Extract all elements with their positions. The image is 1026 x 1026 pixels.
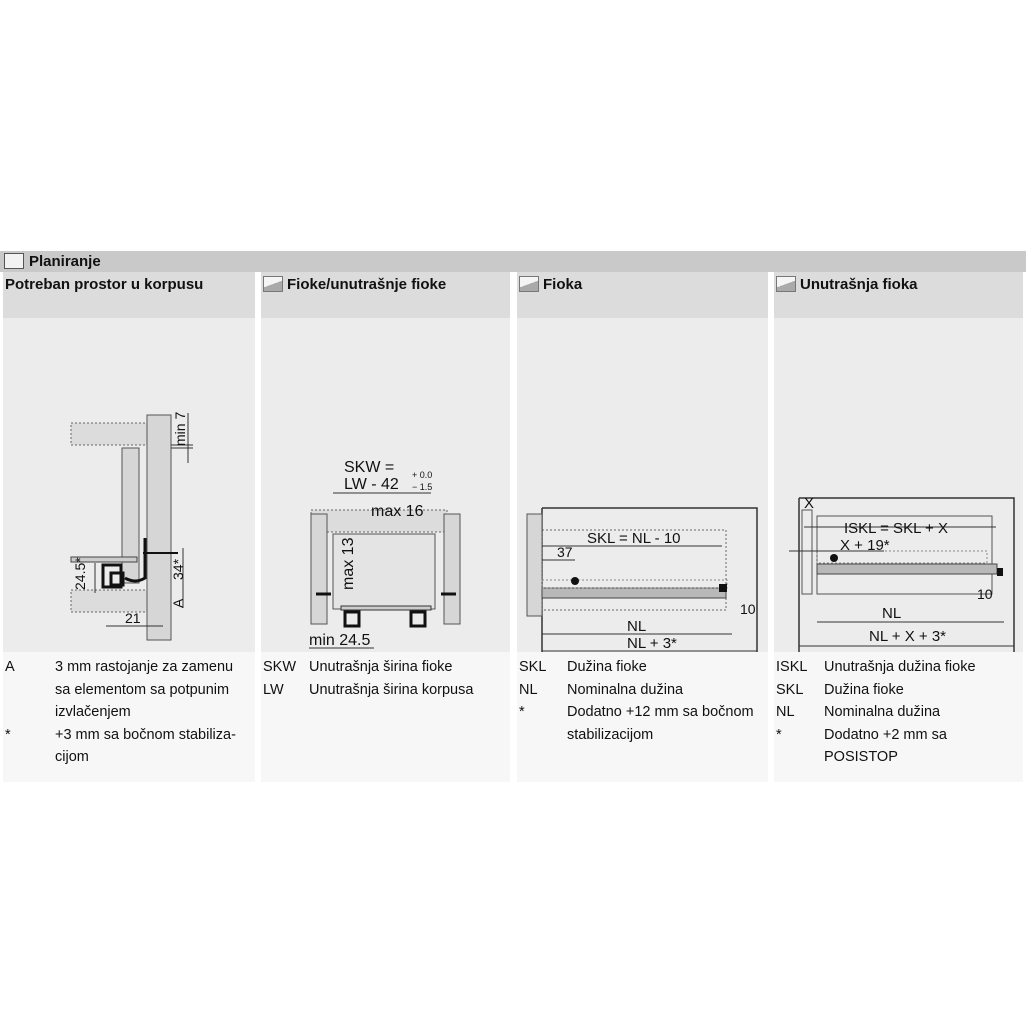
column-title: Fioka bbox=[543, 276, 583, 293]
dim-34: 34* bbox=[170, 558, 186, 580]
dim-nl: NL bbox=[627, 618, 646, 635]
section-icon bbox=[519, 276, 539, 292]
legend: ISKL Unutrašnja dužina fioke SKL Dužina fi… bbox=[774, 652, 1023, 782]
legend-key: SKL bbox=[776, 681, 804, 698]
legend-item: * Dodatno +12 mm sa bočnom stabilizacijom bbox=[517, 701, 768, 746]
legend-item: NL Nominalna dužina bbox=[774, 701, 1023, 724]
dim-skw: SKW = bbox=[344, 459, 394, 476]
legend-key: LW bbox=[263, 681, 284, 698]
legend-key: SKW bbox=[263, 659, 297, 675]
dim-10: 10 bbox=[977, 586, 993, 602]
dim-lw-42: LW - 42 bbox=[344, 476, 399, 493]
dim-x-plus-19: X + 19* bbox=[840, 537, 890, 554]
dim-skl: SKL = NL - 10 bbox=[587, 530, 681, 547]
dim-nl: NL bbox=[882, 605, 901, 622]
section-title: Planiranje bbox=[29, 253, 101, 270]
legend-item: LW Unutrašnja širina korpusa bbox=[261, 679, 510, 702]
legend-text: Dužina fioke bbox=[824, 681, 904, 698]
legend-item: SKL Dužina fioke bbox=[517, 656, 768, 679]
legend-text: Dužina fioke bbox=[567, 659, 647, 675]
column-title: Potreban prostor u korpusu bbox=[5, 276, 204, 293]
legend-key: * bbox=[776, 726, 782, 743]
drawer-width-drawing: SKW = LW - 42 + 0.0 − 1.5 max 16 max 13 … bbox=[309, 459, 461, 649]
dim-x: X bbox=[804, 495, 814, 512]
legend-item: SKW Unutrašnja širina fioke bbox=[261, 656, 510, 679]
legend-text: Unutrašnja širina korpusa bbox=[309, 681, 474, 698]
legend-item: * +3 mm sa bočnom stabiliza-cijom bbox=[3, 724, 255, 769]
legend-key: * bbox=[5, 726, 11, 743]
dim-iskl: ISKL = SKL + X bbox=[844, 520, 948, 537]
dim-nl-x-3: NL + X + 3* bbox=[869, 628, 946, 645]
legend-key: A bbox=[5, 659, 15, 675]
dim-A: A bbox=[170, 598, 186, 608]
inner-drawer-length-drawing: X ISKL = SKL + X X + 19* 10 NL NL + X + … bbox=[789, 495, 1015, 652]
column-drawers: Fioke/unutrašnje fioke SKW = LW - 42 + 0… bbox=[261, 272, 510, 782]
section-header: Planiranje bbox=[0, 251, 1026, 272]
column-title: Fioke/unutrašnje fioke bbox=[287, 276, 447, 293]
diagram-inner-drawer-length: X ISKL = SKL + X X + 19* 10 NL NL + X + … bbox=[774, 318, 1023, 652]
legend-key: SKL bbox=[519, 659, 547, 675]
legend-key: NL bbox=[519, 681, 538, 698]
drawer-length-drawing: SKL = NL - 10 37 10 NL NL + 3* bbox=[526, 507, 758, 652]
legend-text: 3 mm rastojanje za zamenu sa elementom s… bbox=[55, 659, 234, 720]
legend-key: NL bbox=[776, 704, 795, 720]
legend: A 3 mm rastojanje za zamenu sa elementom … bbox=[3, 652, 255, 782]
diagram-drawer-length: SKL = NL - 10 37 10 NL NL + 3* bbox=[517, 318, 768, 652]
section-icon bbox=[263, 276, 283, 292]
dim-21: 21 bbox=[125, 610, 141, 626]
tolerance-minus: − 1.5 bbox=[412, 482, 432, 492]
dim-min24-5: min 24.5 bbox=[309, 632, 370, 649]
column-cabinet-space: Potreban prostor u korpusu min 7 34* A 2… bbox=[3, 272, 255, 782]
legend-item: ISKL Unutrašnja dužina fioke bbox=[774, 656, 1023, 679]
legend: SKW Unutrašnja širina fioke LW Unutrašnja … bbox=[261, 652, 510, 782]
legend-key: * bbox=[519, 704, 525, 720]
column-inner-drawer: Unutrašnja fioka X ISKL = SKL + X X + 19… bbox=[774, 272, 1023, 782]
legend-text: Dodatno +12 mm sa bočnom stabilizacijom bbox=[567, 704, 754, 743]
legend: SKL Dužina fioke NL Nominalna dužina * Doda… bbox=[517, 652, 768, 782]
dim-10: 10 bbox=[740, 601, 756, 617]
cabinet-section-drawing: min 7 34* A 24.5* 21 bbox=[70, 412, 193, 641]
dim-max16: max 16 bbox=[371, 503, 424, 520]
legend-key: ISKL bbox=[776, 659, 808, 675]
legend-text: Unutrašnja širina fioke bbox=[309, 659, 453, 675]
legend-text: Dodatno +2 mm sa POSISTOP bbox=[824, 726, 947, 766]
dim-37: 37 bbox=[557, 544, 573, 560]
legend-item: * Dodatno +2 mm sa POSISTOP bbox=[774, 724, 1023, 769]
legend-text: Unutrašnja dužina fioke bbox=[824, 659, 976, 675]
section-icon bbox=[4, 253, 24, 269]
legend-text: Nominalna dužina bbox=[824, 704, 941, 720]
dim-max13: max 13 bbox=[340, 537, 357, 590]
legend-item: A 3 mm rastojanje za zamenu sa elementom … bbox=[3, 656, 255, 724]
legend-item: SKL Dužina fioke bbox=[774, 679, 1023, 702]
legend-text: +3 mm sa bočnom stabiliza-cijom bbox=[55, 726, 236, 766]
dim-nl-plus-3: NL + 3* bbox=[627, 635, 677, 652]
column-drawer: Fioka SKL = NL - 10 37 10 NL NL + 3* SKL… bbox=[517, 272, 768, 782]
tolerance-plus: + 0.0 bbox=[412, 470, 432, 480]
dim-24-5: 24.5* bbox=[72, 557, 88, 590]
legend-item: NL Nominalna dužina bbox=[517, 679, 768, 702]
column-title: Unutrašnja fioka bbox=[800, 276, 918, 293]
legend-text: Nominalna dužina bbox=[567, 681, 684, 698]
diagram-drawer-width: SKW = LW - 42 + 0.0 − 1.5 max 16 max 13 … bbox=[261, 318, 510, 652]
diagram-cabinet-space: min 7 34* A 24.5* 21 bbox=[3, 318, 255, 652]
section-icon bbox=[776, 276, 796, 292]
dim-min7: min 7 bbox=[172, 412, 188, 446]
